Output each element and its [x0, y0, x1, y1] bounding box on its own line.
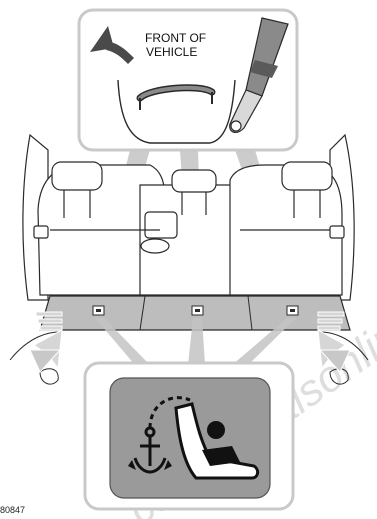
front-of-vehicle-line1: FRONT OF — [145, 31, 206, 45]
anchor-slot — [192, 306, 203, 315]
front-of-vehicle-line2: VEHICLE — [146, 45, 197, 59]
fold-arrow-left-icon — [30, 312, 62, 372]
front-of-vehicle-callout: FRONT OF VEHICLE — [79, 10, 297, 150]
anchor-slot — [93, 306, 104, 315]
anchor-slot — [287, 306, 298, 315]
isofix-symbol-callout — [85, 363, 293, 509]
